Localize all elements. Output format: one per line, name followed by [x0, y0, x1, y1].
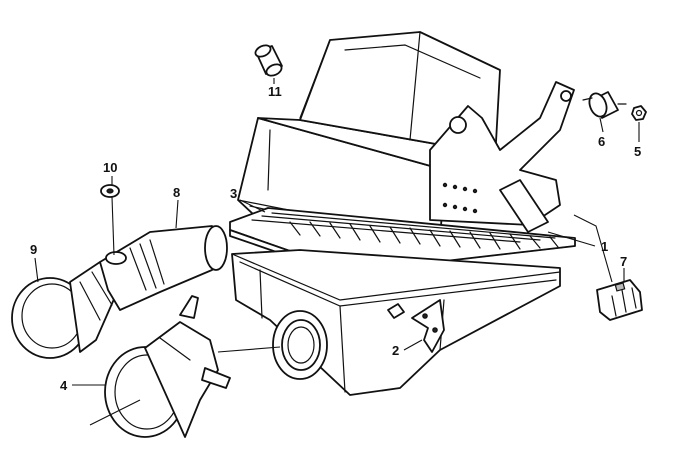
- callout-3: 3: [230, 186, 237, 201]
- callout-8: 8: [173, 185, 180, 200]
- callout-labels: 1 2 3 4 5 6 7 8 9 10 11: [30, 84, 641, 393]
- callout-4: 4: [60, 378, 68, 393]
- leader-flow: [217, 346, 281, 353]
- part-2-clip: [387, 299, 445, 353]
- bracket-rivet-holes: [442, 182, 478, 214]
- callout-10: 10: [103, 160, 117, 175]
- callout-5: 5: [634, 144, 641, 159]
- callout-1: 1: [601, 239, 608, 254]
- part-5-nut: [631, 105, 647, 121]
- mounting-bracket: [429, 81, 575, 233]
- leader-3: [239, 199, 266, 213]
- leader-10b: [111, 196, 115, 256]
- leader-4b: [89, 399, 141, 426]
- callout-7: 7: [620, 254, 627, 269]
- housing-intake-port: [272, 310, 328, 380]
- callout-2: 2: [392, 343, 399, 358]
- leader-9: [34, 257, 39, 283]
- leader-2: [403, 339, 423, 351]
- leader-6: [599, 117, 604, 133]
- leader-8: [175, 199, 179, 229]
- callout-9: 9: [30, 242, 37, 257]
- part-7-clamp-clip: [596, 279, 643, 321]
- part-9-intake-funnel: [11, 261, 119, 359]
- part-11-sleeve: [254, 44, 283, 77]
- part-8-intake-hose: [99, 225, 228, 311]
- leader-1: [547, 231, 596, 247]
- filter-pleats: [251, 212, 559, 250]
- part-6-rubber-mount: [582, 91, 627, 119]
- part-4-flow-adapter: [104, 295, 231, 438]
- callout-6: 6: [598, 134, 605, 149]
- part-10-grommet: [100, 184, 120, 198]
- callout-11: 11: [268, 84, 282, 99]
- leader-lines: [34, 78, 640, 426]
- leader-7b: [573, 214, 613, 283]
